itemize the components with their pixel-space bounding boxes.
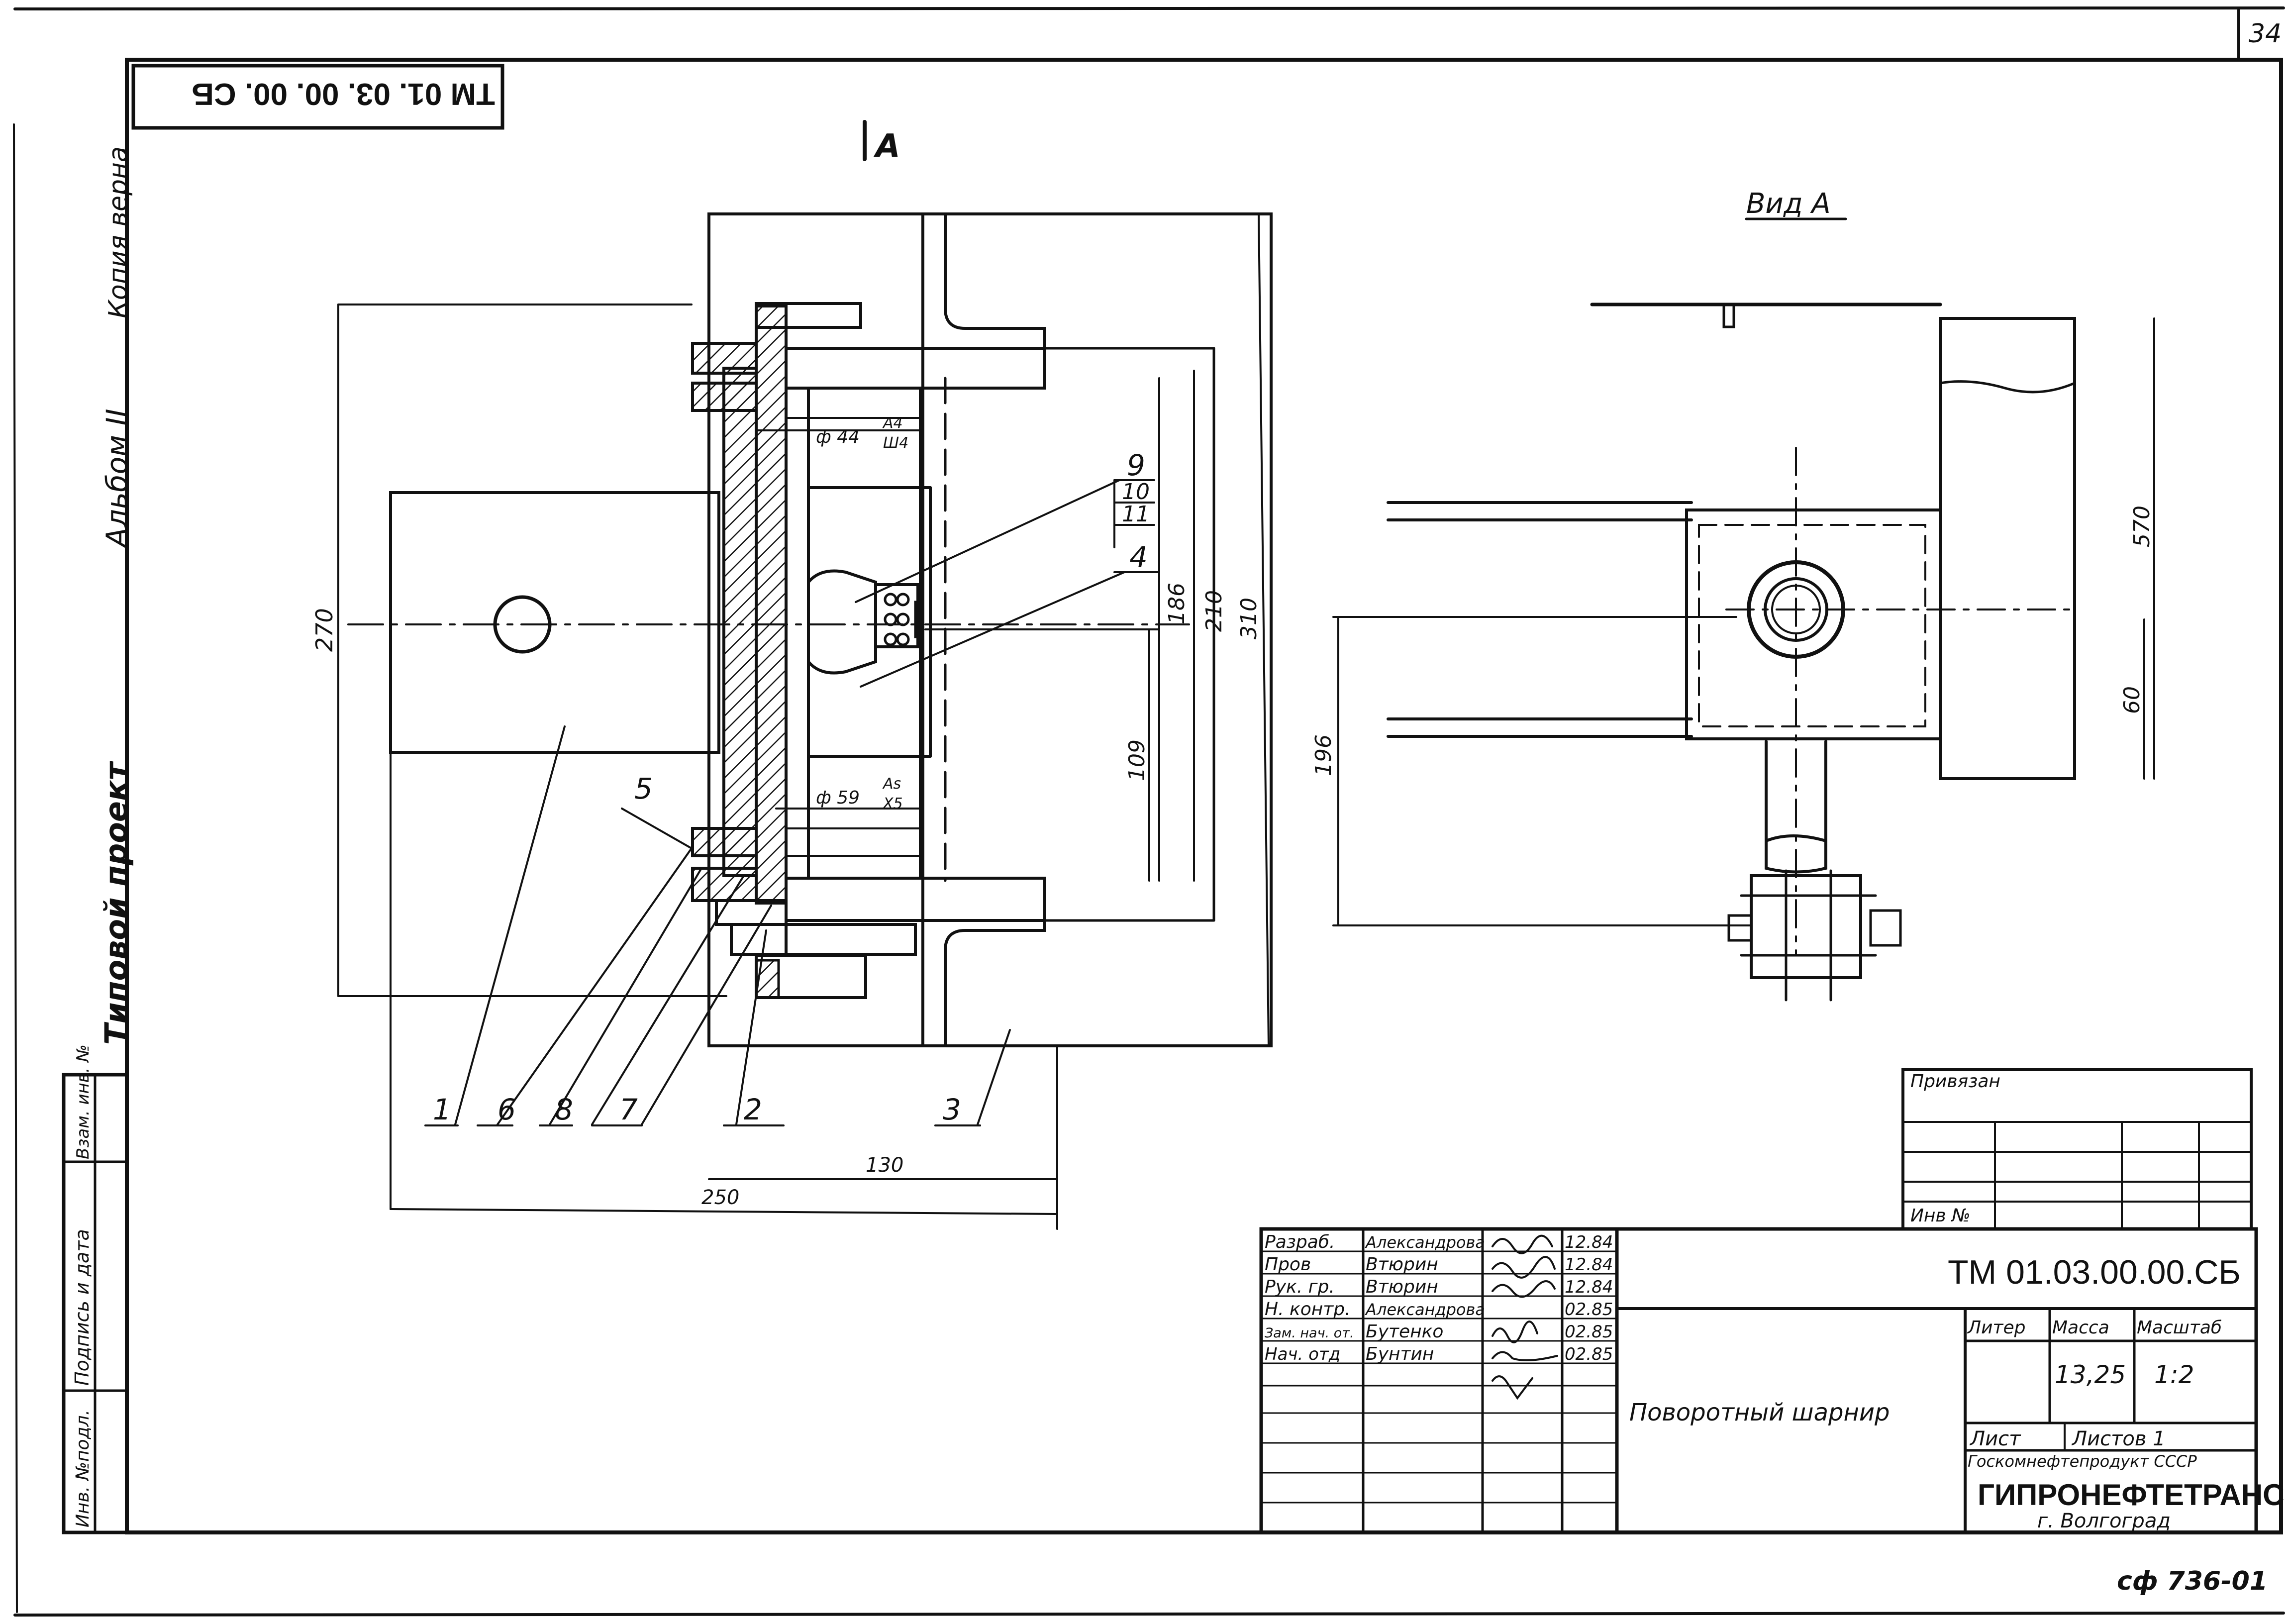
- callout-1: 1: [433, 1093, 451, 1126]
- section-dimensions: [337, 213, 1270, 1230]
- fit-59-num: Аs: [882, 775, 901, 793]
- row-6-date: 02.85: [1565, 1344, 1613, 1364]
- row-6-name: Бунтин: [1366, 1344, 1434, 1364]
- signatures: [1492, 1234, 1558, 1400]
- dim-186: 186: [1164, 583, 1190, 624]
- org-ministry: Госкомнефтепродукт СССР: [1968, 1452, 2197, 1471]
- view-a: [1332, 217, 2155, 1002]
- callout-2: 2: [744, 1093, 762, 1126]
- bottom-code: сф 736-01: [2117, 1566, 2268, 1596]
- inv-label: Инв №: [1910, 1206, 1971, 1226]
- fit-59-dia: ф 59: [816, 788, 860, 808]
- row-2-date: 12.84: [1565, 1255, 1613, 1275]
- scale-header: Масштаб: [2137, 1318, 2222, 1338]
- section-mark: А: [873, 128, 900, 165]
- row-1-name: Александрова: [1365, 1233, 1485, 1252]
- callout-6: 6: [498, 1093, 516, 1126]
- callout-11: 11: [1122, 502, 1150, 527]
- sheet-border: [13, 6, 2285, 1617]
- stamp-inv-original: Инв. №подл.: [73, 1410, 93, 1527]
- sheet-label: Лист: [1969, 1427, 2021, 1450]
- row-4-date: 02.85: [1565, 1300, 1613, 1320]
- row-1-date: 12.84: [1565, 1232, 1613, 1252]
- liter-header: Литер: [1967, 1318, 2025, 1338]
- dim-250: 250: [701, 1186, 739, 1209]
- title-block-frame: [1259, 1068, 2258, 1534]
- row-3-date: 12.84: [1565, 1277, 1613, 1297]
- callout-8: 8: [555, 1093, 573, 1126]
- section-view: [347, 120, 1273, 1210]
- row-2-role: Пров: [1265, 1254, 1311, 1275]
- dim-60: 60: [2119, 686, 2145, 714]
- fit-44-den: Ш4: [883, 434, 908, 452]
- callout-4: 4: [1129, 540, 1148, 574]
- rotated-code: ТМ 01. 03. 00. 00. СБ: [192, 77, 495, 111]
- fit-59-den: Х5: [882, 795, 903, 812]
- row-3-name: Втюрин: [1366, 1277, 1438, 1297]
- callout-5: 5: [634, 772, 653, 806]
- callout-7: 7: [619, 1093, 638, 1126]
- dim-210: 210: [1201, 590, 1227, 632]
- callout-10: 10: [1122, 479, 1150, 505]
- row-5-name: Бутенко: [1366, 1321, 1443, 1342]
- drawing-title: Поворотный шарнир: [1629, 1399, 1890, 1426]
- row-6-role: Нач. отд: [1265, 1344, 1340, 1364]
- row-3-role: Рук. гр.: [1265, 1277, 1335, 1297]
- fit-44-num: А4: [882, 414, 903, 432]
- left-stamp: [62, 1073, 129, 1534]
- stamp-signature-date: Подпись и дата: [71, 1229, 93, 1386]
- mass-header: Масса: [2052, 1318, 2109, 1338]
- text-layer: 34 ТМ 01. 03. 00. 00. СБ Копия верна Аль…: [71, 19, 2285, 1596]
- dim-270: 270: [311, 608, 338, 652]
- dim-310: 310: [1236, 598, 1262, 639]
- scale-value: 1:2: [2154, 1360, 2194, 1389]
- dim-130: 130: [866, 1154, 903, 1177]
- row-5-role: Зам. нач. от.: [1265, 1325, 1354, 1341]
- margin-copy-true: Копия верна: [103, 146, 133, 318]
- stamp-replaces-inv: Взам. инв. №: [73, 1044, 93, 1159]
- view-title: Вид А: [1746, 188, 1831, 220]
- callout-9: 9: [1127, 448, 1145, 482]
- org-name: ГИПРОНЕФТЕТРАНС: [1978, 1478, 2285, 1512]
- dim-196: 196: [1311, 734, 1336, 776]
- row-5-date: 02.85: [1565, 1322, 1613, 1342]
- mass-value: 13,25: [2055, 1360, 2126, 1389]
- fit-44-dia: ф 44: [816, 427, 860, 447]
- row-1-role: Разраб.: [1265, 1232, 1335, 1252]
- row-4-name: Александрова: [1365, 1300, 1485, 1319]
- margin-album: Альбом II: [100, 408, 134, 549]
- dim-109: 109: [1124, 739, 1150, 781]
- row-4-role: Н. контр.: [1265, 1299, 1351, 1320]
- doc-code: ТМ 01.03.00.00.СБ: [1948, 1253, 2241, 1291]
- page-number: 34: [2249, 19, 2282, 49]
- attached-label: Привязан: [1910, 1071, 2000, 1092]
- margin-typical-project: Типовой проект: [98, 761, 134, 1045]
- dim-570: 570: [2129, 506, 2155, 547]
- org-city: г. Волгоград: [2037, 1510, 2171, 1532]
- row-2-name: Втюрин: [1366, 1254, 1438, 1275]
- callout-3: 3: [943, 1093, 961, 1126]
- rotated-code-box: [131, 64, 504, 130]
- sheets-label: Листов 1: [2071, 1427, 2166, 1450]
